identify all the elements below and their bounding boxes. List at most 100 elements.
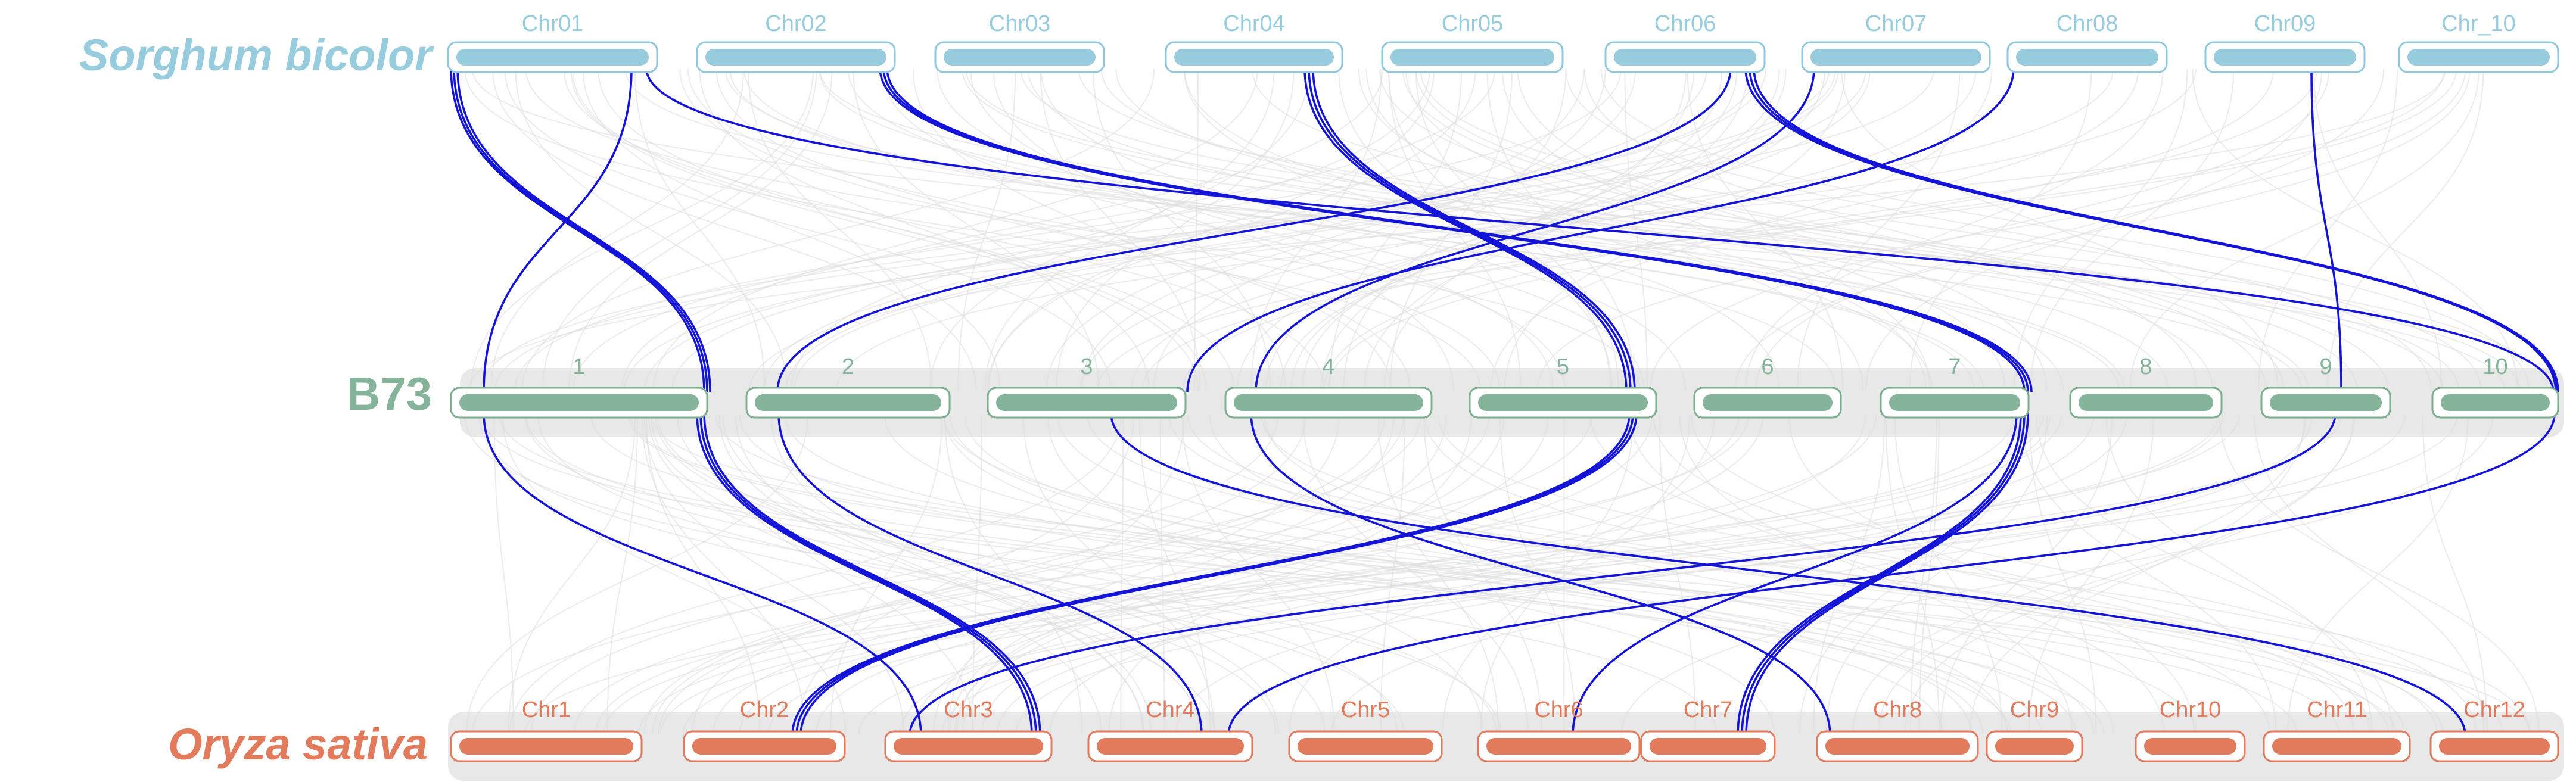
background-link — [525, 68, 1641, 391]
background-link — [1909, 68, 2092, 391]
chromosome-chr03[interactable]: Chr03 — [934, 11, 1105, 73]
background-link — [471, 414, 1421, 735]
background-link — [652, 68, 1258, 391]
chromosome-9[interactable]: 9 — [2260, 354, 2391, 419]
chromosome-label: Chr_10 — [2441, 11, 2516, 36]
background-link — [1940, 414, 2113, 735]
background-link — [956, 414, 1447, 735]
background-link — [791, 68, 1430, 391]
chromosome-chr06[interactable]: Chr06 — [1604, 11, 1766, 73]
chromosome-chr9[interactable]: Chr9 — [1986, 697, 2083, 762]
chromosome-7[interactable]: 7 — [1880, 354, 2030, 419]
chromosome-chr04[interactable]: Chr04 — [1165, 11, 1343, 73]
chromosome-chr09[interactable]: Chr09 — [2204, 11, 2366, 73]
chromosome-label: Chr03 — [989, 11, 1051, 36]
chromosome-chr1[interactable]: Chr1 — [450, 697, 643, 762]
chromosome-chr7[interactable]: Chr7 — [1640, 697, 1776, 762]
chromosome-label: Chr9 — [2010, 697, 2059, 722]
background-link — [796, 414, 1135, 735]
synteny-link — [909, 413, 2337, 736]
chromosome-chr8[interactable]: Chr8 — [1816, 697, 1979, 762]
chromosome-chr10[interactable]: Chr10 — [2135, 697, 2246, 762]
background-link — [1181, 414, 1335, 735]
chromosome-bar — [944, 49, 1096, 66]
background-link — [648, 414, 1102, 735]
chromosome-label: 7 — [1948, 354, 1961, 379]
chromosome-chr08[interactable]: Chr08 — [2006, 11, 2168, 73]
chromosome-chr2[interactable]: Chr2 — [683, 697, 846, 762]
chromosome-5[interactable]: 5 — [1469, 354, 1657, 419]
chromosome-2[interactable]: 2 — [745, 354, 951, 419]
chromosome-bar — [996, 394, 1177, 411]
background-link — [494, 68, 1934, 391]
background-link — [2327, 68, 2484, 391]
chromosome-6[interactable]: 6 — [1693, 354, 1842, 419]
background-link — [1387, 68, 1611, 391]
background-link — [644, 68, 1767, 391]
background-link — [2020, 414, 2277, 735]
chromosome-chr4[interactable]: Chr4 — [1087, 697, 1253, 762]
chromosome-label: Chr8 — [1873, 697, 1922, 722]
chromosome-chr05[interactable]: Chr05 — [1381, 11, 1564, 73]
chromosome-4[interactable]: 4 — [1224, 354, 1433, 419]
background-link — [715, 68, 1392, 391]
background-link — [739, 414, 1944, 735]
chromosome-chr07[interactable]: Chr07 — [1801, 11, 1991, 73]
chromosome-chr3[interactable]: Chr3 — [884, 697, 1053, 762]
background-link — [521, 68, 1155, 391]
background-link — [1865, 68, 2323, 391]
background-link — [1744, 68, 2164, 391]
chromosome-bar — [894, 738, 1043, 755]
background-link — [509, 414, 1122, 735]
background-link — [847, 68, 1837, 391]
chromosome-label: 9 — [2319, 354, 2332, 379]
background-link — [502, 414, 847, 735]
chromosome-chr11[interactable]: Chr11 — [2263, 697, 2411, 762]
background-link — [1589, 414, 2355, 735]
chromosome-chr02[interactable]: Chr02 — [696, 11, 896, 73]
background-link — [1424, 414, 2270, 735]
background-link — [582, 68, 1001, 391]
background-link — [749, 68, 2114, 391]
synteny-link — [1255, 67, 1815, 392]
chromosome-label: Chr06 — [1654, 11, 1716, 36]
chromosome-chr6[interactable]: Chr6 — [1477, 697, 1641, 762]
background-link — [643, 414, 904, 735]
background-link — [1621, 414, 2494, 735]
background-link — [947, 414, 1185, 735]
background-link — [941, 414, 2406, 735]
background-link — [1108, 414, 1473, 735]
chromosome-bar — [1174, 49, 1334, 66]
background-link — [627, 414, 2298, 735]
synteny-link — [699, 413, 1037, 736]
background-link — [2254, 414, 2485, 735]
background-link — [515, 68, 788, 391]
background-link — [2313, 68, 2442, 391]
background-link — [1517, 68, 2047, 391]
chromosome-label: Chr1 — [522, 697, 571, 722]
background-link — [1841, 68, 2279, 391]
background-link — [984, 68, 1275, 391]
chromosome-chr-10[interactable]: Chr_10 — [2398, 11, 2559, 73]
background-link — [499, 414, 2105, 735]
background-link — [1825, 414, 2048, 735]
background-link — [1323, 68, 2139, 391]
chromosome-1[interactable]: 1 — [450, 354, 708, 419]
background-link — [1691, 414, 2477, 735]
synteny-link — [777, 413, 1203, 736]
background-link — [492, 68, 977, 391]
background-link — [504, 68, 1112, 391]
chromosome-chr01[interactable]: Chr01 — [447, 11, 658, 73]
background-link — [1919, 414, 1940, 735]
background-link — [962, 68, 2309, 391]
chromosome-3[interactable]: 3 — [987, 354, 1187, 419]
chromosome-8[interactable]: 8 — [2069, 354, 2223, 419]
chromosome-10[interactable]: 10 — [2431, 354, 2559, 419]
background-link — [466, 414, 809, 735]
background-link — [993, 68, 1454, 391]
background-link — [621, 68, 1383, 391]
chromosome-chr12[interactable]: Chr12 — [2429, 697, 2559, 762]
background-link — [634, 68, 766, 391]
chromosome-chr5[interactable]: Chr5 — [1288, 697, 1443, 762]
